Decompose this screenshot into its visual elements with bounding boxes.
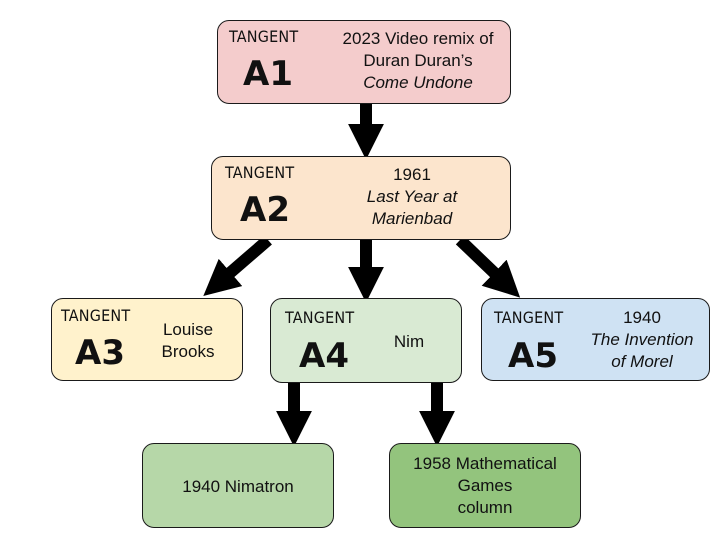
tangent-a1-desc-line: 2023 Video remix of <box>342 29 494 48</box>
tangent-a5-desc-title: of Morel <box>611 352 673 371</box>
mathematical-games-node: 1958 Mathematical Games column <box>389 443 581 528</box>
mathematical-games-label-line: 1958 Mathematical <box>413 454 557 473</box>
nimatron-label: 1940 Nimatron <box>143 476 333 498</box>
tangent-a2-code: A2 <box>240 190 290 230</box>
mathematical-games-label-line: Games <box>457 476 513 495</box>
arrow-a2-a3 <box>203 235 272 296</box>
tangent-a5-description: 1940 The Invention of Morel <box>578 307 706 373</box>
tangent-a1-desc-title: Come Undone <box>363 73 473 92</box>
tangent-a4-desc-line: Nim <box>393 332 425 351</box>
tangent-a4-node: TANGENT A4 Nim <box>270 298 462 383</box>
tangent-a1-node: TANGENT A1 2023 Video remix of Duran Dur… <box>217 20 511 104</box>
tangent-a3-node: TANGENT A3 Louise Brooks <box>51 298 243 381</box>
tangent-a4-description: Nim <box>379 331 439 353</box>
tangent-a3-desc-line: Louise <box>162 320 214 339</box>
nimatron-label-line: 1940 Nimatron <box>182 477 294 496</box>
tangent-a2-desc-title: Last Year at <box>366 187 458 206</box>
tangent-a2-tag: TANGENT <box>225 163 295 182</box>
tangent-a1-desc-line: Duran Duran’s <box>363 51 473 70</box>
tangent-a5-desc-title: The Invention <box>590 330 694 349</box>
tangent-a3-code: A3 <box>75 333 125 373</box>
mathematical-games-label: 1958 Mathematical Games column <box>390 453 580 519</box>
tangent-a4-code: A4 <box>299 336 349 376</box>
arrow-a2-a5 <box>455 235 521 298</box>
tangent-a2-desc-year: 1961 <box>393 165 431 184</box>
tangent-a5-desc-year: 1940 <box>623 308 661 327</box>
mathematical-games-label-line: column <box>457 498 513 517</box>
nimatron-node: 1940 Nimatron <box>142 443 334 528</box>
tangent-a1-code: A1 <box>243 54 293 94</box>
tangent-a3-description: Louise Brooks <box>150 319 226 363</box>
tangent-a4-tag: TANGENT <box>285 308 355 327</box>
tangent-a2-node: TANGENT A2 1961 Last Year at Marienbad <box>211 156 511 240</box>
tangent-a2-description: 1961 Last Year at Marienbad <box>350 164 474 230</box>
tangent-a5-node: TANGENT A5 1940 The Invention of Morel <box>481 298 710 381</box>
tangent-a2-desc-title: Marienbad <box>371 209 453 228</box>
tangent-a1-tag: TANGENT <box>229 27 299 46</box>
tangent-a5-tag: TANGENT <box>494 308 564 327</box>
tangent-a3-tag: TANGENT <box>61 306 131 325</box>
tangent-a5-code: A5 <box>508 336 558 376</box>
tangent-a3-desc-line: Brooks <box>161 342 215 361</box>
tangent-a1-description: 2023 Video remix of Duran Duran’s Come U… <box>326 28 510 94</box>
